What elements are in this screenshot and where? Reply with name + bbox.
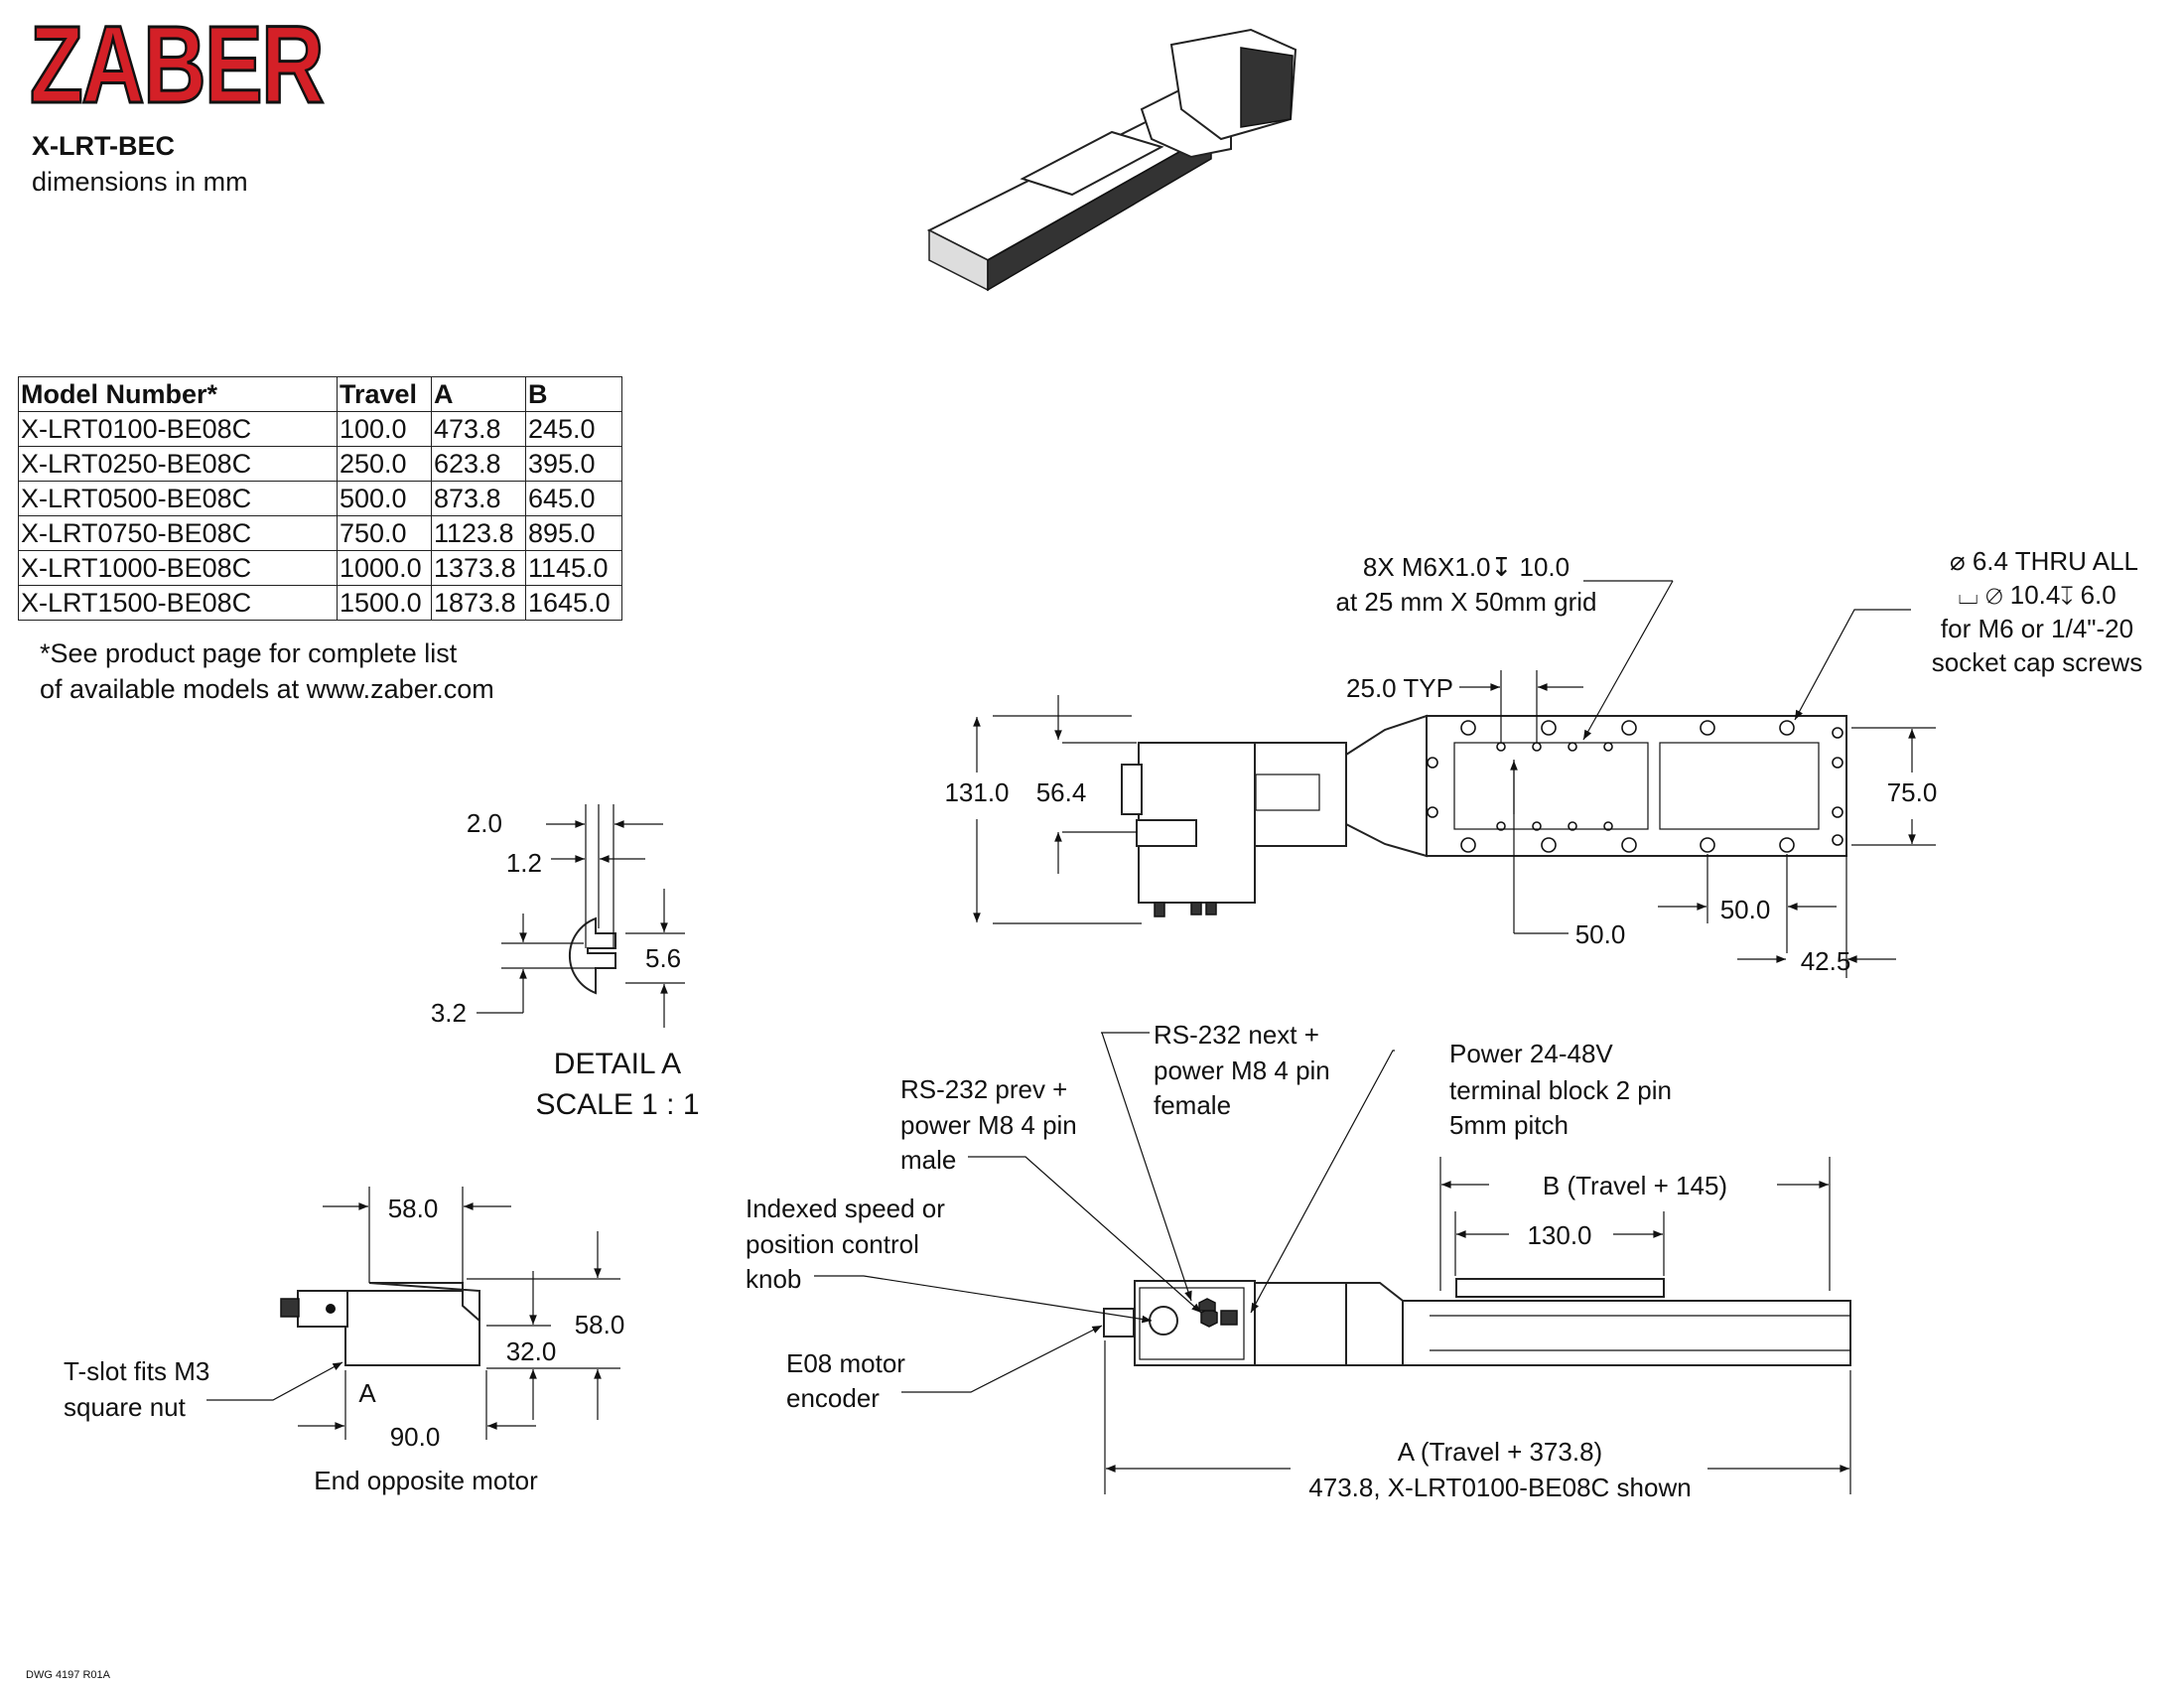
zaber-logo: ZABER bbox=[29, 3, 326, 128]
power-line1: Power 24-48V bbox=[1449, 1039, 1613, 1068]
dim-a-line1: A (Travel + 373.8) bbox=[1398, 1437, 1602, 1467]
tapped-holes-callout-line1: 8X M6X1.0↧ 10.0 bbox=[1363, 552, 1570, 582]
side-view: RS-232 next + power M8 4 pin female RS-2… bbox=[746, 1020, 1851, 1502]
drawing-number: DWG 4197 R01A bbox=[26, 1669, 110, 1681]
cell: 245.0 bbox=[525, 411, 622, 447]
thru-hole-callout-line4: socket cap screws bbox=[1932, 647, 2142, 677]
dim-1-2: 1.2 bbox=[506, 848, 542, 878]
cell: 1145.0 bbox=[525, 550, 622, 586]
mounting-holes bbox=[1427, 720, 1843, 853]
cell: 473.8 bbox=[431, 411, 526, 447]
cell: 645.0 bbox=[525, 481, 622, 516]
thru-hole-callout-line1: ⌀ 6.4 THRU ALL bbox=[1950, 546, 2138, 576]
tslot-note-line2: square nut bbox=[64, 1392, 187, 1422]
footnote-line2: of available models at www.zaber.com bbox=[40, 674, 494, 704]
footnote-line1: *See product page for complete list bbox=[40, 638, 458, 668]
dim-motor-height: 56.4 bbox=[1036, 777, 1087, 807]
tslot-note-line1: T-slot fits M3 bbox=[64, 1356, 209, 1386]
isometric-stage-view bbox=[926, 28, 1297, 292]
rs232-next-line1: RS-232 next + bbox=[1154, 1020, 1319, 1050]
cell: X-LRT1000-BE08C bbox=[18, 550, 338, 586]
cell: 500.0 bbox=[337, 481, 432, 516]
dim-2-0: 2.0 bbox=[467, 808, 502, 838]
dim-a-line2: 473.8, X-LRT0100-BE08C shown bbox=[1308, 1473, 1691, 1502]
cell: X-LRT0250-BE08C bbox=[18, 446, 338, 482]
detail-a-scale: SCALE 1 : 1 bbox=[535, 1088, 699, 1121]
encoder-line2: encoder bbox=[786, 1383, 880, 1413]
cell: X-LRT0500-BE08C bbox=[18, 481, 338, 516]
thru-hole-callout-line3: for M6 or 1/4"-20 bbox=[1941, 614, 2133, 643]
cell: 873.8 bbox=[431, 481, 526, 516]
units-note: dimensions in mm bbox=[32, 167, 248, 197]
dim-pitch-typ: 25.0 TYP bbox=[1346, 673, 1453, 703]
table-header-row: Model Number* Travel A B bbox=[18, 376, 622, 412]
encoder-line1: E08 motor bbox=[786, 1348, 905, 1378]
side-carriage bbox=[1455, 1278, 1665, 1298]
cell: 395.0 bbox=[525, 446, 622, 482]
dim-total-height: 58.0 bbox=[575, 1310, 625, 1339]
top-view: 8X M6X1.0↧ 10.0 at 25 mm X 50mm grid ⌀ 6… bbox=[944, 546, 2142, 978]
knob-line1: Indexed speed or bbox=[746, 1194, 945, 1223]
detail-a-marker: A bbox=[358, 1378, 376, 1408]
col-travel: Travel bbox=[337, 376, 432, 412]
dim-grid-50-b: 50.0 bbox=[1720, 895, 1771, 924]
detail-a-title: DETAIL A bbox=[554, 1048, 681, 1080]
col-model: Model Number* bbox=[18, 376, 338, 412]
cell: 1000.0 bbox=[337, 550, 432, 586]
dim-b: B (Travel + 145) bbox=[1543, 1171, 1727, 1200]
dim-carriage: 130.0 bbox=[1527, 1220, 1591, 1250]
dim-3-2: 3.2 bbox=[431, 998, 467, 1028]
gearbox bbox=[1240, 742, 1347, 847]
rs232-prev-line1: RS-232 prev + bbox=[900, 1074, 1067, 1104]
end-body bbox=[344, 1290, 480, 1366]
power-line2: terminal block 2 pin bbox=[1449, 1075, 1672, 1105]
dim-grid-50-a: 50.0 bbox=[1575, 919, 1626, 949]
cell: 623.8 bbox=[431, 446, 526, 482]
detail-a-view: 2.0 1.2 5.6 3.2 DETAIL A SCALE 1 : 1 bbox=[431, 804, 700, 1121]
dim-overall-height: 131.0 bbox=[944, 777, 1009, 807]
power-line3: 5mm pitch bbox=[1449, 1110, 1569, 1140]
rs232-prev-line3: male bbox=[900, 1145, 956, 1175]
tapped-holes-callout-line2: at 25 mm X 50mm grid bbox=[1336, 587, 1597, 617]
power-terminal-icon bbox=[1220, 1310, 1238, 1326]
cell: 1645.0 bbox=[525, 585, 622, 621]
knob-line2: position control bbox=[746, 1229, 919, 1259]
dim-body-height: 32.0 bbox=[506, 1336, 557, 1366]
dim-end-offset: 42.5 bbox=[1801, 946, 1851, 976]
dim-base-width: 90.0 bbox=[390, 1422, 441, 1452]
end-view-caption: End opposite motor bbox=[314, 1466, 538, 1495]
side-stage-body bbox=[1402, 1300, 1851, 1366]
rs232-next-line2: power M8 4 pin bbox=[1154, 1055, 1330, 1085]
thru-hole-callout-line2: ⌴ ⌀ 10.4↧ 6.0 bbox=[1958, 580, 2116, 610]
side-gearbox bbox=[1254, 1282, 1347, 1366]
cell: 1123.8 bbox=[431, 515, 526, 551]
cell: 1500.0 bbox=[337, 585, 432, 621]
end-view: 58.0 58.0 32.0 90.0 A T-slot fits M3 squ… bbox=[64, 1187, 624, 1495]
cell: 100.0 bbox=[337, 411, 432, 447]
model-table: Model Number* Travel A B X-LRT0100-BE08C… bbox=[18, 376, 622, 621]
model-family-title: X-LRT-BEC bbox=[32, 131, 175, 161]
cell: X-LRT1500-BE08C bbox=[18, 585, 338, 621]
cell: X-LRT0750-BE08C bbox=[18, 515, 338, 551]
rs232-prev-line2: power M8 4 pin bbox=[900, 1110, 1077, 1140]
dim-stage-width: 75.0 bbox=[1887, 777, 1938, 807]
knob-line3: knob bbox=[746, 1264, 801, 1294]
stage-body bbox=[1426, 715, 1847, 857]
knob-icon bbox=[1149, 1306, 1178, 1336]
dim-5-6: 5.6 bbox=[645, 943, 681, 973]
rs232-next-line3: female bbox=[1154, 1090, 1231, 1120]
cell: 250.0 bbox=[337, 446, 432, 482]
cell: X-LRT0100-BE08C bbox=[18, 411, 338, 447]
cell: 895.0 bbox=[525, 515, 622, 551]
dim-top-width: 58.0 bbox=[388, 1194, 439, 1223]
